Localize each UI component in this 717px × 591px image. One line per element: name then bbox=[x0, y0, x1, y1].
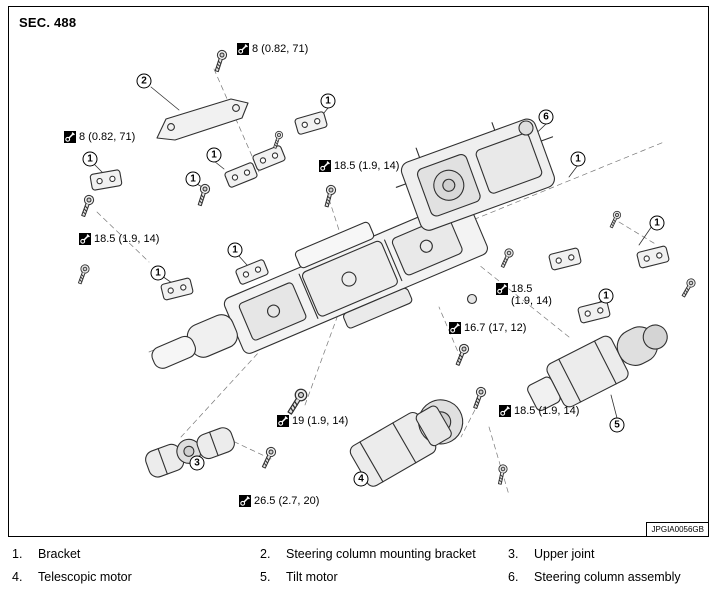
legend-item-6: 6. Steering column assembly bbox=[508, 570, 710, 585]
torque-callout: 18.5 (1.9, 14) bbox=[79, 233, 159, 245]
part-number-callout-5: 5 bbox=[609, 417, 625, 433]
torque-wrench-icon bbox=[239, 495, 251, 507]
part-number-callout-1: 1 bbox=[185, 171, 201, 187]
part-number-callout-3: 3 bbox=[189, 455, 205, 471]
torque-wrench-icon bbox=[64, 131, 76, 143]
legend-item-label: Tilt motor bbox=[286, 570, 338, 584]
torque-callout: 18.5(1.9, 14) bbox=[496, 283, 552, 307]
torque-wrench-icon bbox=[237, 43, 249, 55]
figure-code: JPGIA0056GB bbox=[645, 522, 708, 536]
part-number-callout-1: 1 bbox=[320, 93, 336, 109]
torque-wrench-icon bbox=[79, 233, 91, 245]
torque-callout: 18.5 (1.9, 14) bbox=[319, 160, 399, 172]
legend-item-number: 4. bbox=[12, 570, 23, 584]
torque-wrench-icon bbox=[449, 322, 461, 334]
torque-value: 16.7 (17, 12) bbox=[464, 322, 527, 334]
legend-item-label: Telescopic motor bbox=[38, 570, 132, 584]
legend-item-2: 2. Steering column mounting bracket bbox=[260, 547, 508, 562]
torque-value: 8 (0.82, 71) bbox=[79, 131, 136, 143]
torque-value: 19 (1.9, 14) bbox=[292, 415, 349, 427]
torque-callout: 19 (1.9, 14) bbox=[277, 415, 348, 427]
torque-callout: 26.5 (2.7, 20) bbox=[239, 495, 319, 507]
torque-value: 18.5(1.9, 14) bbox=[511, 283, 552, 307]
part-number-callout-1: 1 bbox=[649, 215, 665, 231]
torque-value: 8 (0.82, 71) bbox=[252, 43, 309, 55]
diagram-canvas: SEC. 488 bbox=[8, 6, 709, 537]
part-number-callout-4: 4 bbox=[353, 471, 369, 487]
legend-item-number: 1. bbox=[12, 547, 23, 561]
legend-item-number: 2. bbox=[260, 547, 271, 561]
part-number-callout-2: 2 bbox=[136, 73, 152, 89]
part-number-callout-1: 1 bbox=[227, 242, 243, 258]
legend-item-number: 6. bbox=[508, 570, 519, 584]
part-number-callout-1: 1 bbox=[570, 151, 586, 167]
legend-item-number: 5. bbox=[260, 570, 271, 584]
torque-wrench-icon bbox=[319, 160, 331, 172]
torque-value: 18.5 (1.9, 14) bbox=[334, 160, 400, 172]
torque-callout: 18.5 (1.9, 14) bbox=[499, 405, 579, 417]
legend-item-label: Steering column assembly bbox=[534, 570, 681, 584]
torque-callout: 8 (0.82, 71) bbox=[237, 43, 308, 55]
part-number-callout-1: 1 bbox=[206, 147, 222, 163]
exploded-view-drawing bbox=[75, 48, 698, 496]
torque-value: 26.5 (2.7, 20) bbox=[254, 495, 320, 507]
part-number-callout-1: 1 bbox=[82, 151, 98, 167]
legend-item-number: 3. bbox=[508, 547, 519, 561]
torque-value: 18.5 (1.9, 14) bbox=[94, 233, 160, 245]
torque-callout: 16.7 (17, 12) bbox=[449, 322, 526, 334]
torque-wrench-icon bbox=[496, 283, 508, 295]
section-label: SEC. 488 bbox=[19, 15, 77, 30]
part-number-callout-6: 6 bbox=[538, 109, 554, 125]
legend-item-label: Upper joint bbox=[534, 547, 595, 561]
legend: 1. Bracket 2. Steering column mounting b… bbox=[12, 547, 710, 585]
legend-item-label: Bracket bbox=[38, 547, 81, 561]
part-number-callout-1: 1 bbox=[150, 265, 166, 281]
part-number-callout-1: 1 bbox=[598, 288, 614, 304]
torque-wrench-icon bbox=[277, 415, 289, 427]
legend-item-1: 1. Bracket bbox=[12, 547, 260, 562]
legend-item-3: 3. Upper joint bbox=[508, 547, 710, 562]
torque-value: 18.5 (1.9, 14) bbox=[514, 405, 580, 417]
torque-wrench-icon bbox=[499, 405, 511, 417]
legend-item-label: Steering column mounting bracket bbox=[286, 547, 476, 561]
torque-callout: 8 (0.82, 71) bbox=[64, 131, 135, 143]
legend-item-5: 5. Tilt motor bbox=[260, 570, 508, 585]
legend-item-4: 4. Telescopic motor bbox=[12, 570, 260, 585]
